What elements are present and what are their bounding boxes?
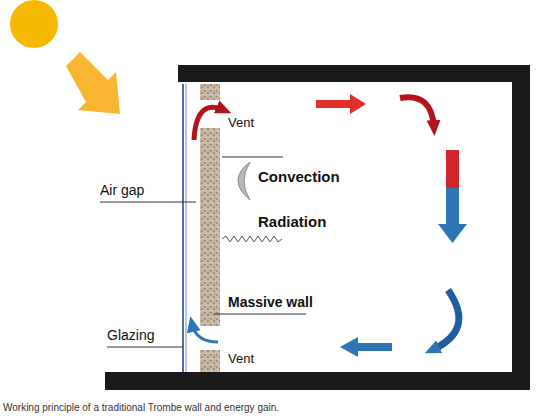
glazing: [182, 84, 184, 372]
cooling-arrow: [438, 224, 467, 243]
floor: [105, 372, 530, 390]
massive-wall-label: Massive wall: [228, 294, 313, 310]
cooling-arrow: [446, 188, 459, 224]
glazing-label: Glazing: [107, 327, 154, 343]
cool-air-arrow: [192, 324, 218, 342]
air-gap-label: Air gap: [100, 182, 144, 198]
leader-line: [100, 202, 196, 203]
massive-wall: [200, 350, 220, 372]
caption: Working principle of a traditional Tromb…: [3, 402, 279, 414]
warm-air-arrow: [316, 94, 366, 114]
convection-label: Convection: [258, 168, 340, 185]
massive-wall: [200, 128, 220, 326]
vent-label: Vent: [228, 352, 254, 367]
leader-line: [107, 347, 183, 348]
radiation-symbol: [222, 236, 282, 242]
cool-air-arrow: [340, 337, 392, 357]
leader-line: [214, 314, 306, 315]
warm-air-arrow: [400, 97, 434, 128]
convection-symbol: [238, 162, 250, 200]
glazing: [186, 84, 187, 372]
sun-ray-arrow: [66, 52, 120, 114]
roof: [178, 65, 530, 82]
radiation-label: Radiation: [258, 213, 326, 230]
right-wall: [512, 65, 530, 385]
cooling-arrow: [446, 150, 459, 188]
cool-air-arrow: [432, 290, 459, 350]
warm-air-arrow: [194, 107, 224, 140]
vent-label: Vent: [228, 116, 254, 131]
massive-wall: [200, 84, 220, 100]
sun: [10, 0, 58, 48]
leader-line: [222, 157, 283, 158]
